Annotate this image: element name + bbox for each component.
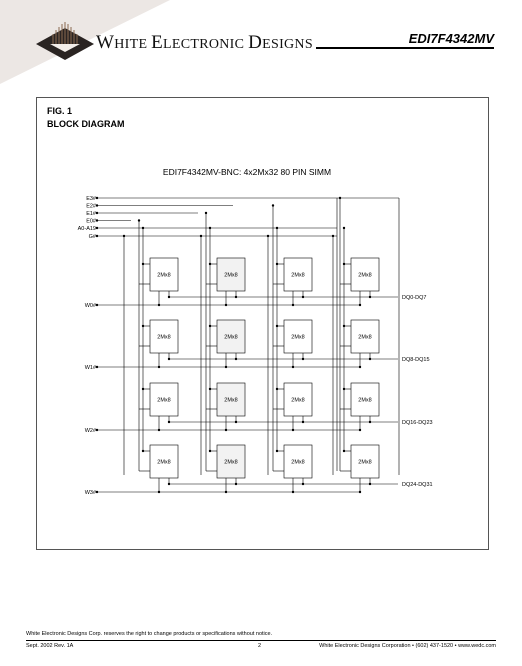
junction-dot <box>204 211 208 215</box>
chip-label: 2Mx8 <box>224 460 237 466</box>
junction-dot <box>95 490 99 494</box>
memory-chip <box>216 319 246 354</box>
chip-label: 2Mx8 <box>157 335 170 341</box>
input-label: E1# <box>86 211 97 217</box>
chip-label: 2Mx8 <box>358 398 371 404</box>
chip-label: 2Mx8 <box>358 460 371 466</box>
write-enable-label: W1# <box>85 365 97 371</box>
junction-dot <box>95 303 99 307</box>
junction-dot <box>95 365 99 369</box>
junction-dot <box>95 219 99 222</box>
diagram-title: EDI7F4342MV-BNC: 4x2Mx32 80 PIN SIMM <box>163 167 331 177</box>
header-rule <box>316 47 494 49</box>
write-enable-label: W0# <box>85 303 97 309</box>
memory-chip <box>283 382 313 417</box>
junction-dot <box>275 226 279 230</box>
memory-chip <box>149 319 179 354</box>
memory-chip <box>216 382 246 417</box>
memory-chip <box>350 257 380 292</box>
junction-dot <box>208 226 212 230</box>
figure-number: FIG. 1 <box>47 106 73 116</box>
junction-dot <box>266 234 270 238</box>
data-bus-label: DQ8-DQ15 <box>402 357 430 363</box>
input-label: G# <box>89 234 97 240</box>
data-bus-label: DQ0-DQ7 <box>402 295 426 301</box>
chip-label: 2Mx8 <box>291 398 304 404</box>
memory-chip <box>283 257 313 292</box>
junction-dot <box>271 204 275 207</box>
memory-chip <box>149 382 179 417</box>
chip-label: 2Mx8 <box>157 398 170 404</box>
junction-dot <box>95 211 99 215</box>
input-label: E3# <box>86 196 97 202</box>
memory-chip <box>283 444 313 479</box>
memory-chip <box>283 319 313 354</box>
junction-dot <box>137 219 141 222</box>
input-label: A0-A19 <box>78 226 96 232</box>
junction-dot <box>141 226 145 230</box>
junction-dot <box>95 428 99 432</box>
data-bus-label: DQ16-DQ23 <box>402 420 433 426</box>
chip-label: 2Mx8 <box>157 273 170 279</box>
memory-chip <box>216 444 246 479</box>
input-label: E2# <box>86 204 97 210</box>
chip-label: 2Mx8 <box>224 335 237 341</box>
chip-label: 2Mx8 <box>291 273 304 279</box>
junction-dot <box>95 204 99 207</box>
memory-chip <box>350 382 380 417</box>
corporation-contact: White Electronic Designs Corporation • (… <box>319 643 496 649</box>
write-enable-label: W2# <box>85 428 97 434</box>
junction-dot <box>342 226 346 230</box>
figure-frame <box>36 97 489 550</box>
disclaimer: White Electronic Designs Corp. reserves … <box>26 631 273 637</box>
junction-dot <box>199 234 203 238</box>
data-bus-label: DQ24-DQ31 <box>402 482 433 488</box>
company-name: WHITE ELECTRONIC DESIGNS <box>96 32 313 53</box>
junction-dot <box>122 234 126 238</box>
block-diagram: EDI7F4342MV-BNC: 4x2Mx32 80 PIN SIMM E3# E… <box>78 167 433 496</box>
memory-chip <box>149 257 179 292</box>
chip-label: 2Mx8 <box>224 398 237 404</box>
memory-chip <box>216 257 246 292</box>
junction-dot <box>95 196 99 200</box>
write-enable-label: W3# <box>85 490 97 496</box>
junction-dot <box>95 234 99 238</box>
input-label: E0# <box>86 219 97 225</box>
chip-label: 2Mx8 <box>358 335 371 341</box>
chip-label: 2Mx8 <box>291 460 304 466</box>
memory-chip <box>350 444 380 479</box>
figure-title: BLOCK DIAGRAM <box>47 119 125 129</box>
page-number: 2 <box>258 643 262 649</box>
chip-label: 2Mx8 <box>157 460 170 466</box>
memory-chip <box>149 444 179 479</box>
part-number: EDI7F4342MV <box>408 31 494 46</box>
footer-rule <box>26 640 496 641</box>
memory-chip <box>350 319 380 354</box>
company-logo-icon <box>36 22 94 60</box>
junction-dot <box>331 234 335 238</box>
chip-label: 2Mx8 <box>358 273 371 279</box>
revision: Sept. 2002 Rev. 1A <box>26 643 74 649</box>
junction-dot <box>95 226 99 230</box>
figure-caption: FIG. 1 BLOCK DIAGRAM <box>47 105 125 131</box>
chip-label: 2Mx8 <box>224 273 237 279</box>
chip-label: 2Mx8 <box>291 335 304 341</box>
